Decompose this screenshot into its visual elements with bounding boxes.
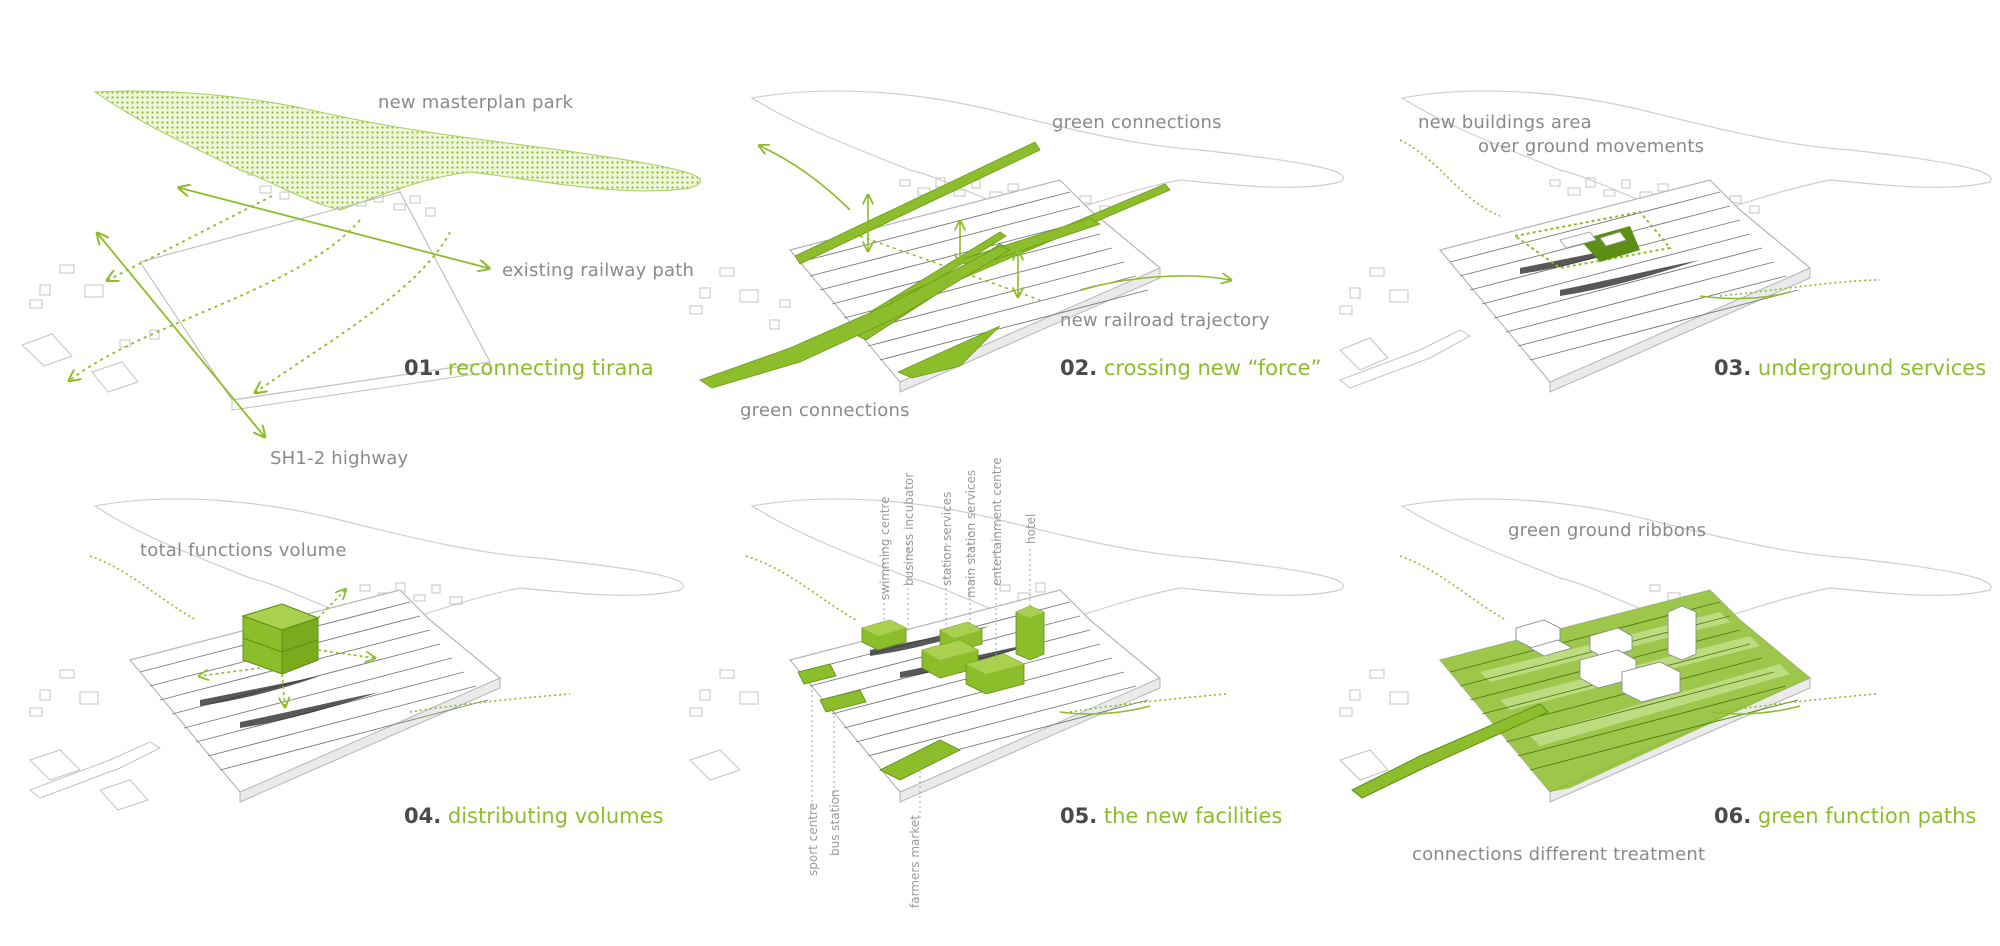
label-new-masterplan-park: new masterplan park: [378, 92, 574, 113]
label-new-buildings-area: new buildings area: [1418, 112, 1592, 133]
label-swimming-centre: swimming centre: [878, 496, 892, 601]
step-number: 03.: [1714, 356, 1752, 380]
label-main-station-services: main station services: [964, 469, 978, 598]
label-green-connections-bottom: green connections: [740, 400, 910, 421]
label-existing-railway-path: existing railway path: [502, 260, 695, 281]
label-total-functions-volume: total functions volume: [140, 540, 347, 561]
step-title: underground services: [1757, 356, 1987, 380]
step-number: 01.: [404, 356, 442, 380]
label-sport-centre: sport centre: [806, 802, 820, 876]
label-farmers-market: farmers market: [908, 815, 922, 908]
panel-3-title: 03. underground services: [1714, 356, 1986, 380]
label-business-incubator: business incubator: [902, 472, 916, 586]
label-connections-different-treatment: connections different treatment: [1412, 844, 1706, 865]
label-sh1-2-highway: SH1-2 highway: [270, 448, 409, 469]
step-number: 06.: [1714, 804, 1752, 828]
label-station-services: station services: [940, 491, 954, 586]
panel-1-title: 01. reconnecting tirana: [404, 356, 654, 380]
panel-2-title: 02. crossing new “force”: [1060, 356, 1321, 380]
step-title: green function paths: [1757, 804, 1977, 828]
step-number: 02.: [1060, 356, 1098, 380]
panel-1-graphic: [21, 90, 702, 436]
step-title: crossing new “force”: [1103, 356, 1322, 380]
panel-5-graphic: [689, 498, 1344, 820]
panel-2-graphic: [689, 90, 1344, 393]
panel-6-title: 06. green function paths: [1714, 804, 1976, 828]
label-bus-station: bus station: [828, 789, 842, 856]
label-green-connections-top: green connections: [1052, 112, 1222, 133]
step-title: the new facilities: [1103, 804, 1283, 828]
step-title: distributing volumes: [447, 804, 664, 828]
label-hotel: hotel: [1024, 513, 1038, 544]
step-number: 04.: [404, 804, 442, 828]
panel-5-title: 05. the new facilities: [1060, 804, 1282, 828]
label-entertainment-centre: entertainment centre: [990, 457, 1004, 586]
label-over-ground-movements: over ground movements: [1478, 136, 1705, 157]
label-green-ground-ribbons: green ground ribbons: [1508, 520, 1707, 541]
panel-6-graphic: [1339, 498, 1992, 803]
label-new-railroad-trajectory: new railroad trajectory: [1060, 310, 1270, 331]
panel-4-title: 04. distributing volumes: [404, 804, 663, 828]
step-number: 05.: [1060, 804, 1098, 828]
step-title: reconnecting tirana: [447, 356, 654, 380]
panel-3-graphic: [1339, 90, 1992, 393]
panel-4-graphic: [29, 498, 684, 811]
